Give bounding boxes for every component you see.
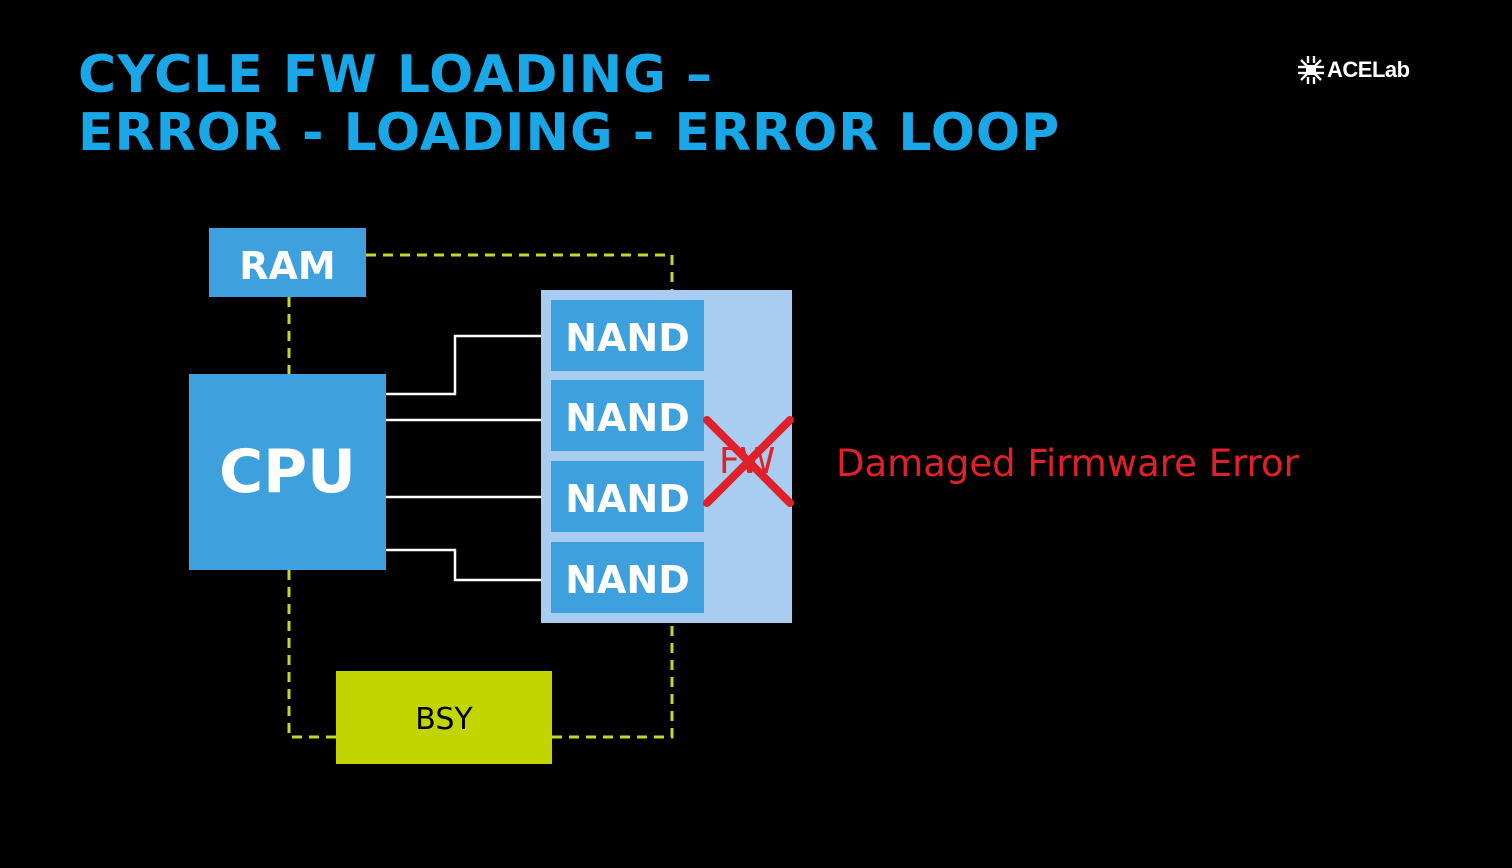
dashed-loop-lines [287,253,674,739]
nand-chip-2: NAND [551,380,704,451]
slide-title: Cycle FW loading – Error - Loading - Err… [78,46,1060,162]
cpu-block: CPU [189,374,386,570]
dashed-cpu-to-bsy [287,570,336,739]
dashed-ram-to-nand [366,253,674,290]
ram-block: RAM [209,228,366,297]
slide-title-line-2: Error - Loading - Error loop [78,103,1061,163]
bus-lines [386,334,541,582]
bus-line-1 [386,334,541,396]
nand-chip-3: NAND [551,461,704,532]
bsy-block: BSY [336,671,552,764]
bus-line-4 [386,548,541,582]
nand-chip-4: NAND [551,542,704,613]
chip-icon [1298,56,1324,84]
nand-chip-1: NAND [551,300,704,371]
dashed-bsy-to-nand [552,623,674,739]
logo-text: ACELab [1327,57,1410,82]
slide-title-line-1: Cycle FW loading – [78,45,714,105]
acelab-logo: ACELab [1297,54,1410,86]
damaged-firmware-error-label: Damaged Firmware Error [836,442,1299,485]
